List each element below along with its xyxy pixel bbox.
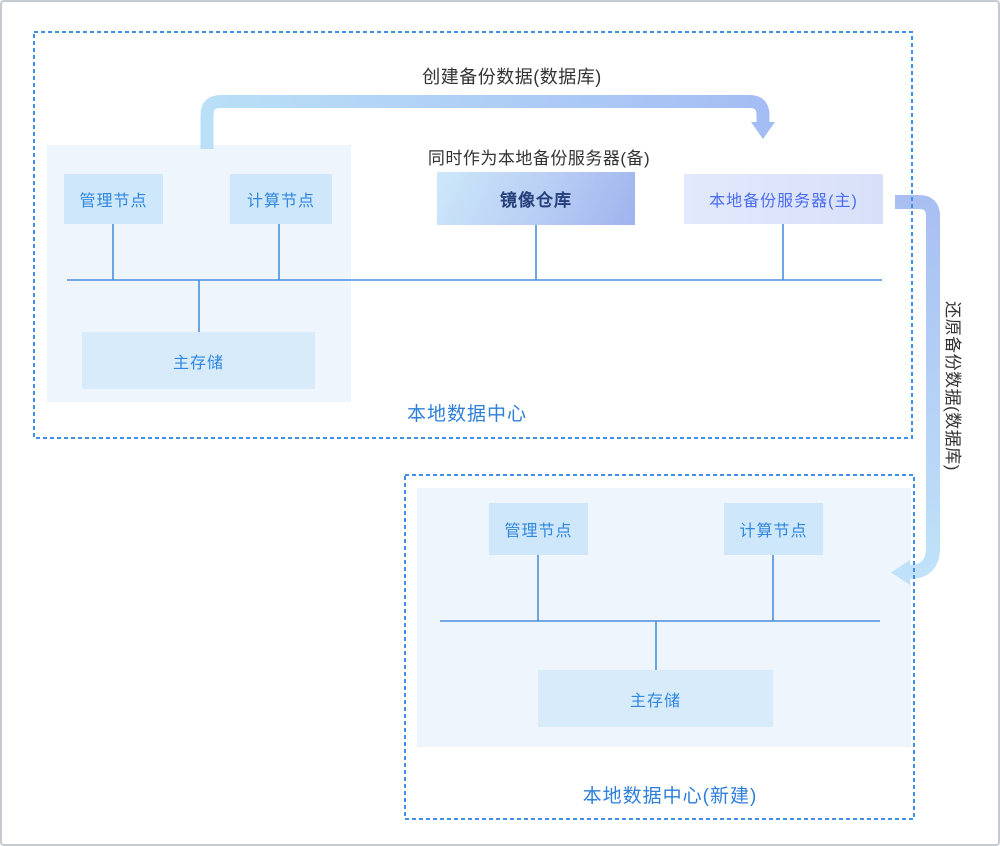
- dc1-mgmt-node: 管理节点: [64, 174, 163, 224]
- dc2-mgmt-node: 管理节点: [489, 503, 588, 555]
- dc1-title: 本地数据中心: [406, 404, 527, 425]
- dc1-compute-node: 计算节点: [230, 174, 332, 224]
- dc2-compute-node: 计算节点: [724, 503, 823, 555]
- standby-server-note: 同时作为本地备份服务器(备): [427, 149, 651, 168]
- dc2-storage-node: 主存储: [538, 670, 773, 727]
- restore-backup-arrow-label: 还原备份数据(数据库): [943, 301, 962, 471]
- dc1-backup-server-node: 本地备份服务器(主): [684, 174, 883, 224]
- dc1-mirror-repo-node: 镜像仓库: [437, 172, 635, 225]
- dc2-title: 本地数据中心(新建): [582, 786, 758, 807]
- create-backup-arrow: [200, 95, 775, 149]
- create-backup-arrowhead-icon: [751, 122, 775, 139]
- dc1-storage-node: 主存储: [82, 332, 315, 389]
- create-backup-arrow-label: 创建备份数据(数据库): [422, 67, 602, 87]
